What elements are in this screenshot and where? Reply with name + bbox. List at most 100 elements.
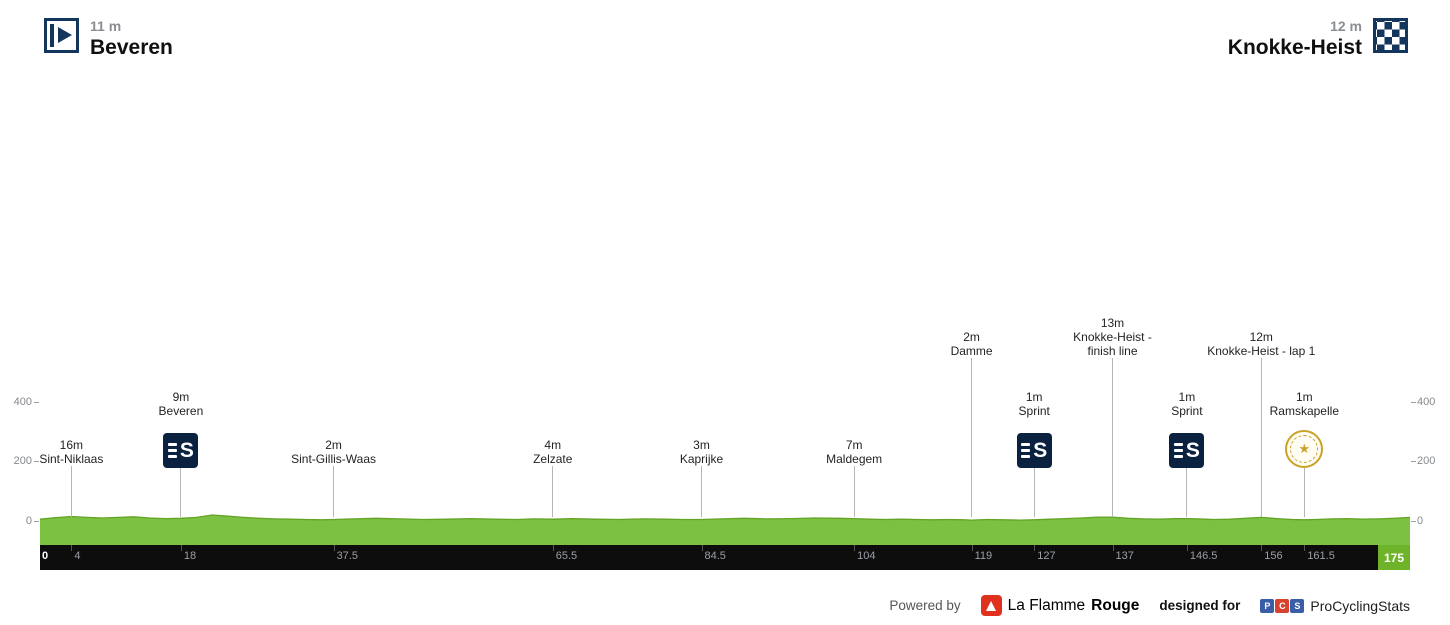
x-axis-tick-label: 156 [1264, 550, 1283, 562]
waypoint-line [1260, 358, 1262, 517]
x-axis-tick-label: 0 [42, 550, 49, 562]
waypoint-name: Kaprijke [679, 452, 724, 466]
x-axis-tick-label: 18 [183, 550, 197, 562]
x-axis-tick-label: 104 [857, 550, 876, 562]
x-axis-tick-label: 137 [1115, 550, 1134, 562]
x-axis-tick-label: 146.5 [1189, 550, 1218, 562]
x-axis-tick-label: 37.5 [336, 550, 358, 562]
x-axis-tick-mark [333, 545, 335, 551]
waypoint-elevation: 16m [59, 438, 83, 452]
waypoint-name: Sprint [1018, 404, 1050, 418]
waypoint-elevation: 7m [845, 438, 863, 452]
y-axis-label: 0 [1417, 515, 1424, 527]
waypoint-name: Sprint [1171, 404, 1203, 418]
waypoint-name: Ramskapelle [1269, 404, 1339, 418]
x-axis-tick-mark [1261, 545, 1263, 551]
y-axis-tick [34, 521, 39, 522]
x-axis-tick-label: 84.5 [704, 550, 726, 562]
golden-kilometer-icon [1285, 430, 1324, 468]
finish-elevation: 12 m [1330, 18, 1362, 34]
y-axis-tick [1411, 401, 1416, 403]
waypoint-line [1033, 468, 1035, 517]
finish-distance-endcap: 175 [1378, 545, 1410, 570]
waypoint-name: Knokke-Heist - finish line [1073, 330, 1152, 358]
waypoint-name: Zelzate [533, 452, 573, 466]
powered-by-label: Powered by [889, 598, 961, 613]
waypoint-elevation: 2m [325, 438, 342, 452]
waypoint-elevation: 12m [1249, 330, 1273, 344]
designed-for-label: designed for [1159, 598, 1241, 613]
finish-flag-icon [1373, 18, 1408, 53]
waypoint-name: Sint-Gillis-Waas [291, 452, 377, 466]
waypoint-elevation: 9m [172, 390, 190, 404]
waypoint-elevation: 4m [544, 438, 562, 452]
footer: Powered by La Flamme Rouge designed for P… [889, 595, 1410, 616]
x-axis-tick-label: 161.5 [1307, 550, 1335, 562]
x-axis-tick-mark [1034, 545, 1036, 551]
profile-line [39, 514, 1411, 521]
x-axis-tick-mark [180, 545, 182, 551]
start-name: Beveren [90, 36, 173, 59]
sprint-icon: S [163, 433, 199, 468]
x-axis-tick-label: 119 [974, 550, 993, 562]
x-axis-tick-mark [552, 545, 554, 551]
lfr-name-part2: Rouge [1091, 596, 1140, 614]
y-axis-tick [34, 401, 39, 403]
y-axis-label: 0 [25, 515, 32, 527]
finish-distance-label: 175 [1383, 550, 1405, 565]
waypoint-elevation: 3m [693, 438, 710, 452]
waypoint-name: Maldegem [826, 452, 883, 466]
start-flag-triangle [58, 27, 72, 43]
waypoint-line [1303, 468, 1305, 517]
waypoint-line [1186, 468, 1188, 517]
sprint-icon: S [1169, 433, 1205, 468]
waypoint-elevation: 1m [1025, 390, 1043, 404]
x-axis-tick-mark [1112, 545, 1114, 551]
pcs-letter-block: S [1290, 598, 1305, 613]
waypoint-line [971, 358, 973, 517]
y-axis-label: 200 [1417, 455, 1436, 468]
waypoint-elevation: 1m [1295, 390, 1313, 404]
pcs-letter-block: P [1260, 598, 1275, 613]
y-axis-tick [1411, 461, 1416, 463]
x-axis-tick-label: 4 [74, 550, 81, 562]
waypoint-name: Damme [950, 344, 993, 358]
x-axis-tick-mark [71, 545, 73, 551]
start-header: 11 m Beveren [44, 18, 173, 60]
waypoint-line [180, 468, 182, 517]
y-axis-tick [34, 461, 39, 463]
waypoint-line [701, 466, 702, 517]
sprint-icon: S [1016, 433, 1052, 468]
x-axis-tick-mark [1304, 545, 1306, 551]
x-axis-tick-mark [854, 545, 856, 551]
start-flag-pole [50, 24, 54, 47]
y-axis-label: 400 [13, 395, 32, 408]
x-axis-tick-mark [971, 545, 973, 551]
x-axis-tick-label: 127 [1037, 550, 1056, 562]
la-flamme-rouge-logo[interactable]: La Flamme Rouge [980, 595, 1140, 616]
waypoint-line [853, 466, 855, 517]
waypoint-name: Beveren [158, 404, 204, 418]
pcs-letter-block: C [1275, 598, 1290, 613]
start-flag-icon [44, 18, 79, 53]
la-flamme-rouge-icon [980, 595, 1002, 616]
finish-header: 12 m Knokke-Heist [1228, 18, 1408, 60]
start-elevation: 11 m [90, 18, 122, 34]
lfr-name-part1: La Flamme [1007, 596, 1086, 614]
pcs-name: ProCyclingStats [1310, 597, 1410, 614]
